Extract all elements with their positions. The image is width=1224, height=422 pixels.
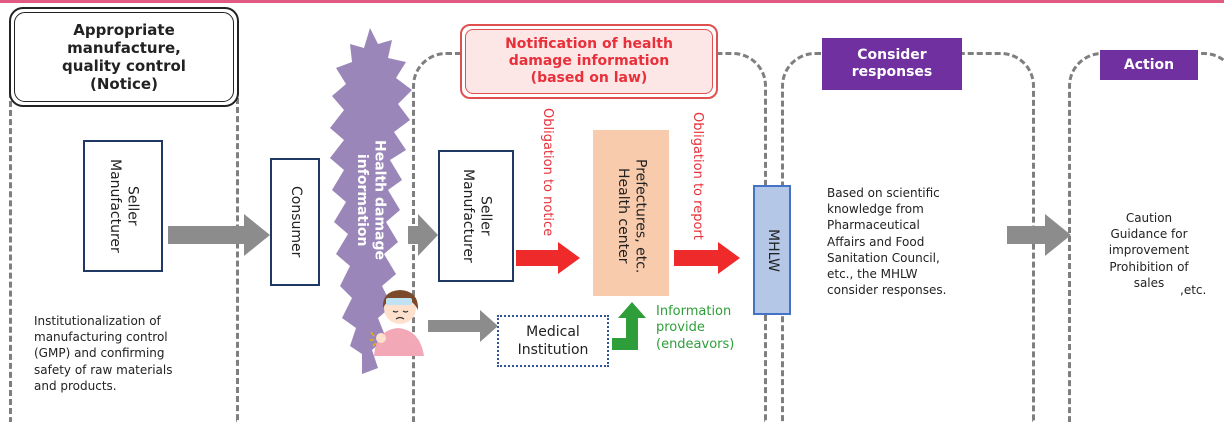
seller-manufacturer-box: Seller Manufacturer	[83, 140, 163, 272]
mhlw-box: MHLW	[753, 185, 791, 315]
arrow-patient-medical	[428, 310, 498, 342]
obligation-report-label: Obligation to report	[690, 112, 706, 240]
notification-title-inner: Notification of health damage informatio…	[465, 29, 713, 94]
arrow-report	[674, 242, 740, 274]
top-border-line	[0, 0, 1224, 3]
prefectures-box: Prefectures, etc. Health center	[593, 130, 669, 296]
arrow-cloud-seller	[408, 214, 438, 256]
arrow-consider-action	[1007, 214, 1071, 256]
information-provide-label: Information provide (endeavors)	[656, 304, 735, 352]
obligation-report-wrap: Obligation to report	[682, 102, 712, 250]
action-title: Action	[1100, 50, 1198, 80]
notification-title-box: Notification of health damage informatio…	[460, 24, 718, 99]
notification-title: Notification of health damage informatio…	[505, 36, 673, 86]
health-damage-cloud	[330, 28, 412, 374]
health-damage-label: Health damage information	[354, 139, 388, 260]
consumer-label: Consumer	[287, 186, 304, 258]
prefectures-label: Prefectures, etc. Health center	[615, 158, 649, 274]
manufacture-title-box: Appropriate manufacture, quality control…	[9, 7, 239, 107]
mhlw-label: MHLW	[764, 228, 781, 272]
medical-institution-box: Medical Institution	[497, 315, 609, 367]
obligation-notice-label: Obligation to notice	[540, 107, 556, 237]
consumer-box: Consumer	[270, 158, 320, 286]
manufacture-description: Institutionalization of manufacturing co…	[34, 314, 173, 393]
action-description: Caution Guidance for improvement Prohibi…	[1108, 211, 1190, 290]
arrow-notice	[516, 242, 580, 274]
consider-description: Based on scientific knowledge from Pharm…	[827, 186, 947, 298]
medical-institution-label: Medical Institution	[517, 323, 589, 358]
seller-manufacturer-label: Seller Manufacturer	[107, 159, 141, 253]
arrow-manufacturer-consumer	[168, 214, 270, 256]
manufacture-title: Appropriate manufacture, quality control…	[62, 21, 186, 93]
action-etc: ,etc.	[1180, 283, 1207, 297]
health-damage-label-wrap: Health damage information	[340, 100, 400, 300]
manufacture-title-inner: Appropriate manufacture, quality control…	[14, 12, 234, 102]
notification-seller-box: Seller Manufacturer	[438, 150, 514, 282]
arrow-information-provide	[612, 302, 646, 350]
consider-title: Consider responses	[822, 38, 962, 90]
patient-illustration	[370, 290, 424, 356]
obligation-notice-wrap: Obligation to notice	[532, 102, 562, 242]
notification-seller-label: Seller Manufacturer	[460, 169, 494, 263]
